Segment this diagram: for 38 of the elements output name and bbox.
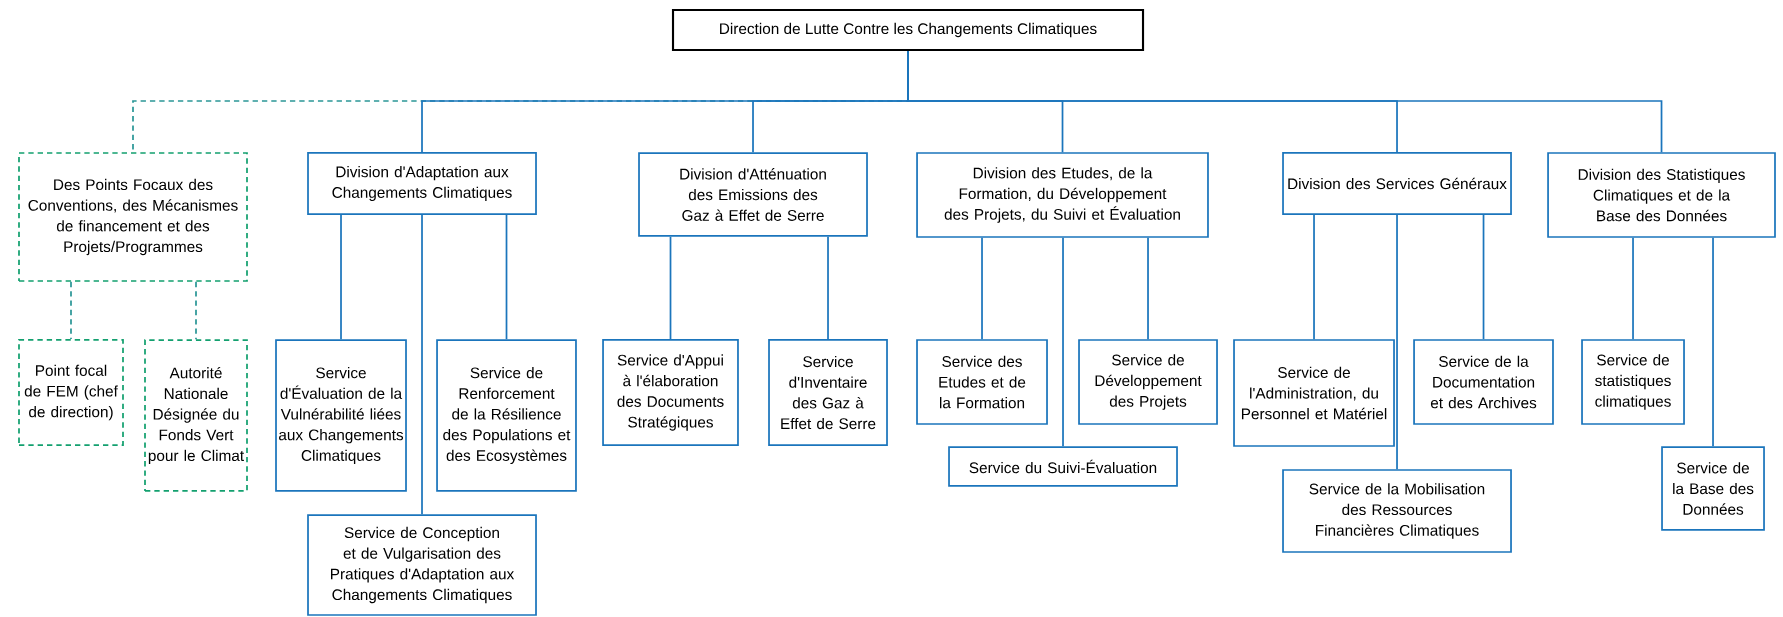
- connector-line: [907, 50, 1663, 153]
- service-box: Service de Développement des Projets: [1078, 339, 1218, 425]
- service-box: Service de statistiques climatiques: [1581, 339, 1685, 425]
- connector-line: [1632, 237, 1634, 340]
- service-box: Service d'Évaluation de la Vulnérabilité liées aux Changements Climatiques: [275, 339, 407, 492]
- service-box: Service de la Mobilisation des Ressources Financières Climatiques: [1282, 469, 1512, 553]
- connector-line: [340, 214, 342, 341]
- service-box: Service du Suivi-Évaluation: [948, 446, 1178, 487]
- service-box: Service de la Base des Données: [1661, 446, 1765, 531]
- connector-line: [1062, 237, 1064, 448]
- division-box: Division d'Atténuation des Emissions des Gaz à Effet de Serre: [638, 152, 868, 237]
- division-box: Division des Etudes, de la Formation, du Développement des Projets, du Suivi et Évaluation: [916, 152, 1209, 238]
- connector-line: [505, 214, 508, 341]
- connector-line: [195, 281, 197, 341]
- service-box: Service de Renforcement de la Résilience des Populations et des Ecosystèmes: [436, 339, 577, 492]
- service-box: Service d'Inventaire des Gaz à Effet de Serre: [768, 339, 888, 446]
- connector-line: [421, 214, 423, 515]
- connector-line: [1313, 214, 1315, 340]
- service-box: Service de la Documentation et des Archives: [1413, 339, 1554, 425]
- service-box: Service d'Appui à l'élaboration des Documents Stratégiques: [602, 339, 739, 446]
- connector-line: [1147, 237, 1149, 340]
- connector-line: [827, 235, 829, 340]
- service-box: Service des Etudes et de la Formation: [916, 339, 1048, 425]
- dashed-box: Autorité Nationale Désignée du Fonds Vert pour le Climat: [144, 339, 248, 492]
- dashed-box: Point focal de FEM (chef de direction): [18, 339, 124, 446]
- service-box: Service de Conception et de Vulgarisation des Pratiques d'Adaptation aux Changements Climatiques: [307, 514, 537, 616]
- connector-line: [1712, 237, 1714, 448]
- connector-line: [981, 237, 983, 340]
- division-box: Division des Statistiques Climatiques et de la Base des Données: [1547, 152, 1776, 238]
- dashed-box: Des Points Focaux des Conventions, des Mécanismes de financement et des Projets/Programmes: [18, 152, 248, 282]
- connector-line: [70, 281, 72, 340]
- connector-line: [1396, 214, 1398, 470]
- connector-line: [1482, 214, 1485, 340]
- service-box: Service de l'Administration, du Personnel et Matériel: [1233, 339, 1395, 447]
- connector-line: [669, 235, 672, 340]
- division-box: Division des Services Généraux: [1282, 152, 1512, 215]
- division-box: Division d'Adaptation aux Changements Climatiques: [307, 152, 537, 215]
- heading-box: Direction de Lutte Contre les Changements Climatiques: [671, 8, 1145, 52]
